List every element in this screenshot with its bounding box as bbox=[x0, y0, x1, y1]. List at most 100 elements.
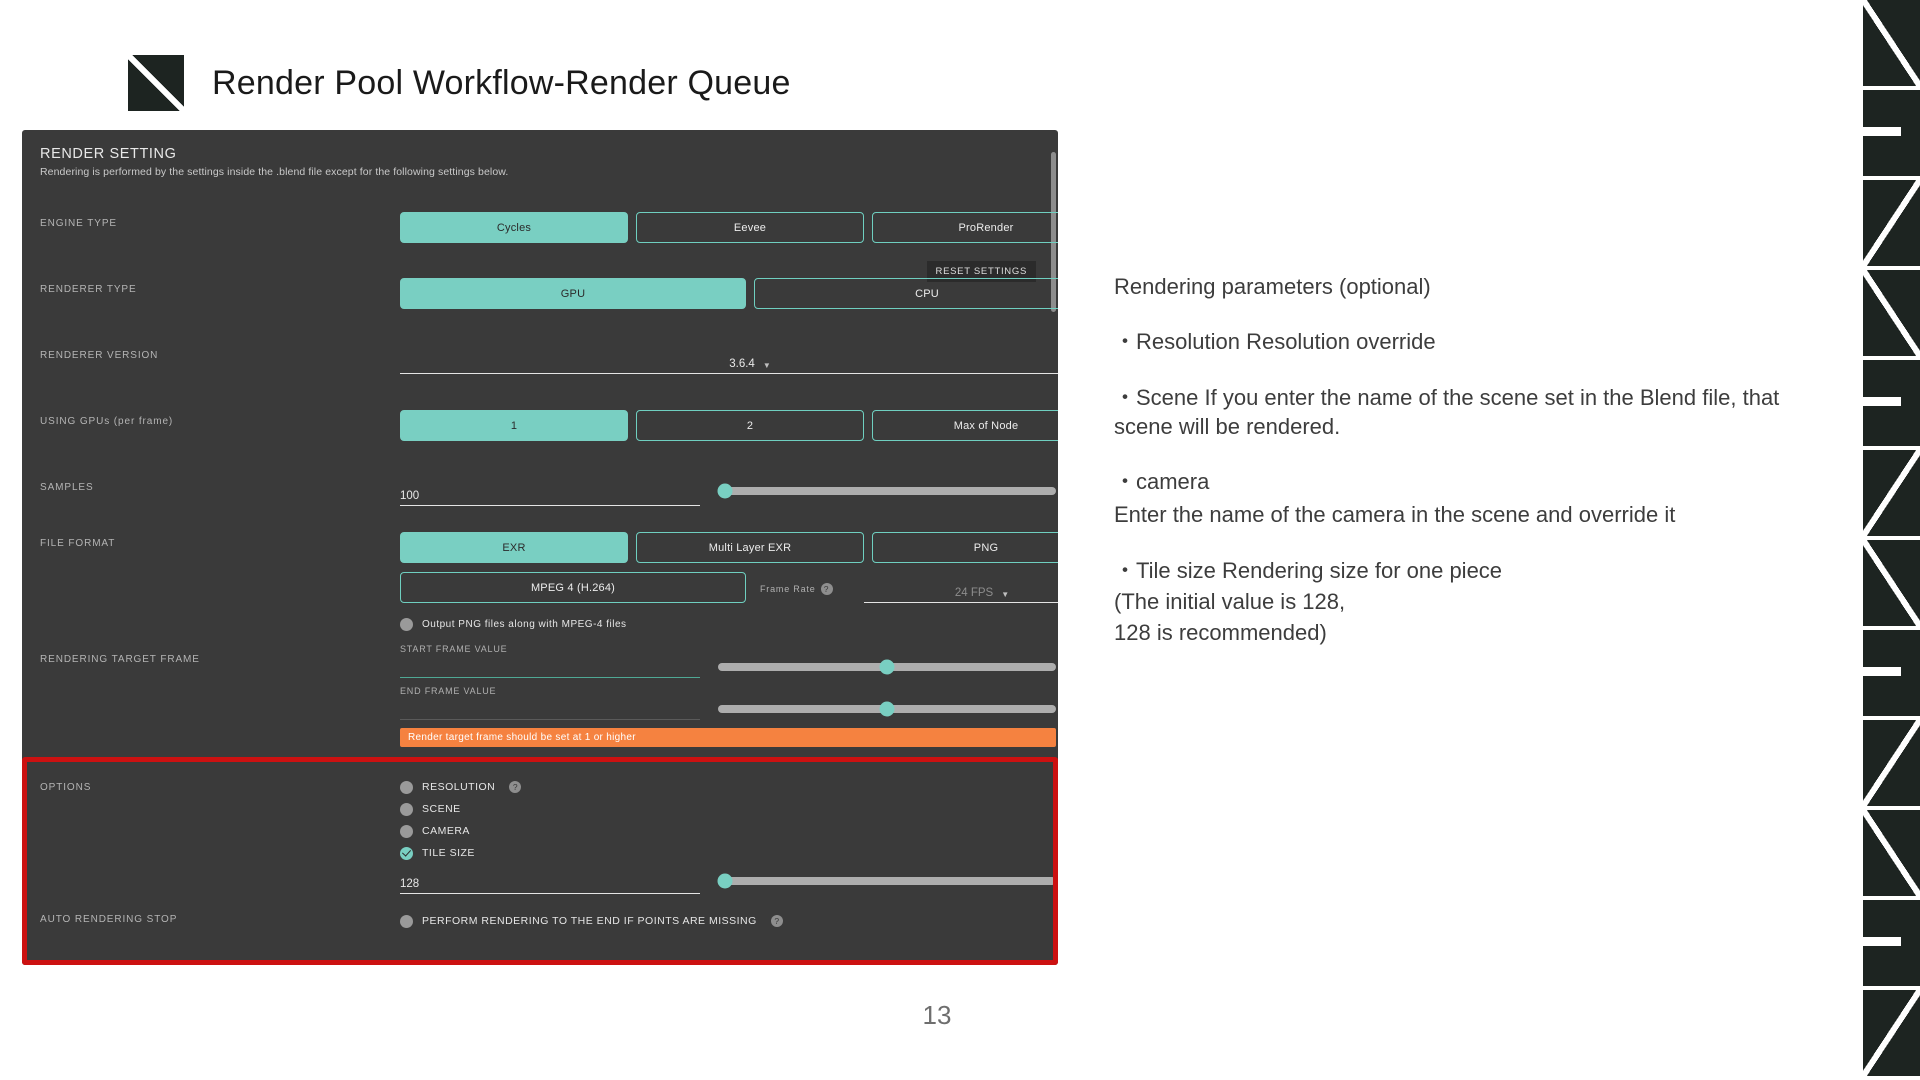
option-tile-size-row: TILE SIZE bbox=[400, 842, 1056, 864]
row-label-rendering-target-frame: RENDERING TARGET FRAME bbox=[40, 654, 200, 665]
renderer-version-dropdown[interactable]: 3.6.4 ▼ bbox=[400, 344, 1058, 374]
row-samples: SAMPLES 100 bbox=[22, 468, 1058, 524]
samples-slider[interactable] bbox=[717, 483, 1056, 499]
png-alongside-label: Output PNG files along with MPEG-4 files bbox=[422, 618, 627, 630]
samples-input[interactable]: 100 bbox=[400, 476, 700, 506]
option-scene-checkbox[interactable] bbox=[400, 802, 413, 816]
end-frame-slider-thumb[interactable] bbox=[879, 701, 895, 717]
stripe-tile bbox=[1863, 630, 1920, 716]
option-resolution-row: RESOLUTION ? bbox=[400, 776, 1056, 798]
option-scene-row: SCENE bbox=[400, 798, 1056, 820]
target-frame-warning: Render target frame should be set at 1 o… bbox=[400, 728, 1056, 747]
row-engine-type: ENGINE TYPE Cycles Eevee ProRender bbox=[22, 204, 1058, 270]
file-format-option-exr[interactable]: EXR bbox=[400, 532, 628, 563]
row-using-gpus: USING GPUs (per frame) 1 2 Max of Node bbox=[22, 402, 1058, 468]
option-camera-checkbox[interactable] bbox=[400, 824, 413, 838]
start-frame-input[interactable] bbox=[400, 654, 700, 678]
end-frame-slider[interactable] bbox=[718, 701, 1056, 717]
chevron-down-icon: ▼ bbox=[762, 361, 771, 370]
frame-rate-dropdown[interactable]: 24 FPS ▼ bbox=[864, 573, 1058, 603]
engine-type-option-eevee[interactable]: Eevee bbox=[636, 212, 864, 243]
page-number-value: 13 bbox=[922, 1000, 952, 1030]
start-frame-slider[interactable] bbox=[718, 659, 1056, 675]
engine-type-option-cycles[interactable]: Cycles bbox=[400, 212, 628, 243]
row-label-renderer-version: RENDERER VERSION bbox=[40, 350, 159, 361]
renderer-version-value: 3.6.4 bbox=[729, 358, 755, 370]
renderer-type-segmented-control: GPU CPU bbox=[400, 278, 1058, 309]
notes-scene: ・Scene If you enter the name of the scen… bbox=[1114, 384, 1780, 439]
using-gpus-option-2[interactable]: 2 bbox=[636, 410, 864, 441]
stripe-tile bbox=[1863, 450, 1920, 536]
option-scene-label: SCENE bbox=[422, 803, 461, 815]
notes-heading: Rendering parameters (optional) bbox=[1114, 274, 1431, 299]
option-camera-row: CAMERA bbox=[400, 820, 1056, 842]
end-frame-input[interactable] bbox=[400, 696, 700, 720]
file-format-option-png[interactable]: PNG bbox=[872, 532, 1058, 563]
frame-rate-value: 24 FPS bbox=[954, 587, 994, 599]
slide-header: Render Pool Workflow-Render Queue bbox=[128, 55, 791, 111]
row-label-engine-type: ENGINE TYPE bbox=[40, 218, 117, 229]
notes-tile-body1: (The initial value is 128, bbox=[1114, 588, 1346, 614]
notes-tile-body2: 128 is recommended) bbox=[1114, 620, 1327, 645]
file-format-video-codec-button[interactable]: MPEG 4 (H.264) bbox=[400, 572, 746, 603]
diagonal-slash-logo-icon bbox=[128, 55, 184, 111]
png-alongside-checkbox[interactable] bbox=[400, 617, 413, 631]
row-auto-rendering-stop: AUTO RENDERING STOP PERFORM RENDERING TO… bbox=[22, 900, 1058, 960]
notes-panel: Rendering parameters (optional) ・Resolut… bbox=[1114, 272, 1844, 673]
auto-stop-help-icon[interactable]: ? bbox=[770, 915, 783, 927]
row-label-samples: SAMPLES bbox=[40, 482, 94, 493]
auto-stop-checkbox[interactable] bbox=[400, 914, 413, 928]
stripe-tile bbox=[1863, 990, 1920, 1076]
file-format-option-multi-layer-exr[interactable]: Multi Layer EXR bbox=[636, 532, 864, 563]
tile-size-value: 128 bbox=[400, 878, 420, 890]
auto-stop-label: PERFORM RENDERING TO THE END IF POINTS A… bbox=[422, 915, 757, 927]
using-gpus-option-1[interactable]: 1 bbox=[400, 410, 628, 441]
png-alongside-row: Output PNG files along with MPEG-4 files bbox=[400, 613, 1058, 635]
option-resolution-help-icon[interactable]: ? bbox=[509, 781, 522, 793]
notes-camera-title: ・camera bbox=[1114, 469, 1210, 494]
notes-camera-body: Enter the name of the camera in the scen… bbox=[1114, 502, 1676, 528]
engine-type-option-prorender[interactable]: ProRender bbox=[872, 212, 1058, 243]
stripe-tile bbox=[1863, 180, 1920, 266]
row-label-renderer-type: RENDERER TYPE bbox=[40, 284, 137, 295]
stripe-tile bbox=[1863, 810, 1920, 896]
tile-size-input[interactable]: 128 bbox=[400, 868, 700, 894]
start-frame-slider-thumb[interactable] bbox=[879, 659, 895, 675]
reset-settings-button[interactable]: RESET SETTINGS bbox=[926, 261, 1036, 282]
frame-rate-label-group: Frame Rate ? bbox=[760, 583, 833, 603]
tile-size-slider-thumb[interactable] bbox=[717, 873, 733, 889]
row-options: OPTIONS RESOLUTION ? SCENE bbox=[22, 768, 1058, 900]
settings-rows: ENGINE TYPE Cycles Eevee ProRender RENDE… bbox=[22, 204, 1058, 960]
frame-rate-help-icon[interactable]: ? bbox=[820, 583, 833, 595]
panel-title: RENDER SETTING bbox=[40, 146, 177, 162]
option-tile-size-checkbox[interactable] bbox=[400, 846, 413, 860]
end-frame-label: END FRAME VALUE bbox=[400, 686, 497, 696]
tile-size-slider[interactable] bbox=[717, 873, 1056, 889]
panel-subtitle: Rendering is performed by the settings i… bbox=[40, 166, 509, 178]
option-camera-label: CAMERA bbox=[422, 825, 470, 837]
frame-rate-label: Frame Rate bbox=[760, 584, 816, 594]
samples-value: 100 bbox=[400, 490, 420, 502]
option-resolution-checkbox[interactable] bbox=[400, 780, 413, 794]
row-label-file-format: FILE FORMAT bbox=[40, 538, 116, 549]
auto-stop-option-row: PERFORM RENDERING TO THE END IF POINTS A… bbox=[400, 910, 1036, 932]
start-frame-label: START FRAME VALUE bbox=[400, 644, 508, 654]
samples-slider-thumb[interactable] bbox=[717, 483, 733, 499]
panel-header: RENDER SETTING Rendering is performed by… bbox=[22, 130, 1058, 178]
decorative-stripe bbox=[1863, 0, 1920, 1080]
row-file-format: FILE FORMAT EXR Multi Layer EXR PNG MPEG… bbox=[22, 524, 1058, 640]
renderer-type-option-gpu[interactable]: GPU bbox=[400, 278, 746, 309]
row-renderer-version: RENDERER VERSION 3.6.4 ▼ bbox=[22, 336, 1058, 402]
stripe-tile bbox=[1863, 900, 1920, 986]
render-setting-panel: RENDER SETTING Rendering is performed by… bbox=[22, 130, 1058, 965]
stripe-tile bbox=[1863, 360, 1920, 446]
using-gpus-option-max-of-node[interactable]: Max of Node bbox=[872, 410, 1058, 441]
chevron-down-icon: ▼ bbox=[1001, 590, 1010, 599]
stripe-tile bbox=[1863, 540, 1920, 626]
panel-scrollbar[interactable] bbox=[1051, 152, 1056, 312]
row-label-using-gpus: USING GPUs (per frame) bbox=[40, 416, 174, 427]
stripe-tile bbox=[1863, 720, 1920, 806]
renderer-type-option-cpu[interactable]: CPU bbox=[754, 278, 1058, 309]
option-tile-size-label: TILE SIZE bbox=[422, 847, 475, 859]
